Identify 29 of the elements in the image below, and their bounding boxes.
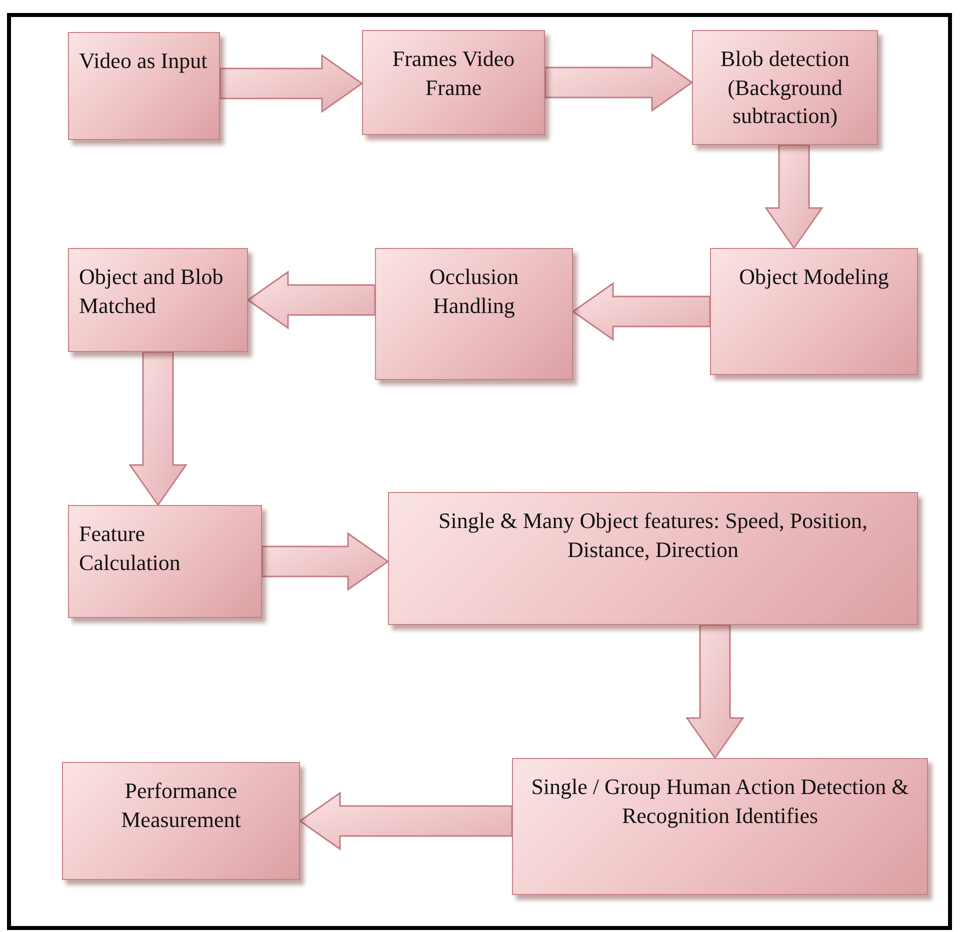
- process-box: [68, 32, 220, 140]
- process-box: [512, 758, 928, 895]
- box-label: Feature Calculation: [79, 520, 182, 577]
- process-box: [62, 762, 300, 880]
- block-arrow: [686, 624, 744, 760]
- box-label: Object Modeling: [739, 263, 889, 291]
- process-box: [375, 248, 573, 380]
- process-box: [68, 505, 262, 618]
- box-label: Single / Group Human Action Detection & Recognition Identifies: [530, 773, 910, 830]
- box-label: Video as Input: [79, 47, 208, 75]
- box-label: Single & Many Object features: Speed, Position, Distance, Direction: [438, 507, 868, 564]
- box-label: Performance Measurement: [120, 777, 242, 834]
- process-box: [692, 30, 878, 145]
- block-arrow: [219, 54, 364, 113]
- block-arrow: [764, 144, 824, 250]
- box-label: Frames Video Frame: [391, 45, 516, 102]
- block-arrow: [572, 282, 711, 341]
- process-box: [362, 30, 545, 135]
- process-box: [68, 248, 248, 352]
- box-label: Object and Blob Matched: [79, 263, 224, 320]
- block-arrow: [128, 351, 188, 506]
- block-arrow: [544, 53, 694, 112]
- box-label: Blob detection (Background subtraction): [720, 45, 850, 130]
- block-arrow: [246, 270, 376, 330]
- box-label: Occlusion Handling: [428, 263, 520, 320]
- process-box: [710, 248, 918, 375]
- block-arrow: [298, 792, 513, 850]
- block-arrow: [261, 532, 390, 591]
- process-box: [388, 492, 918, 625]
